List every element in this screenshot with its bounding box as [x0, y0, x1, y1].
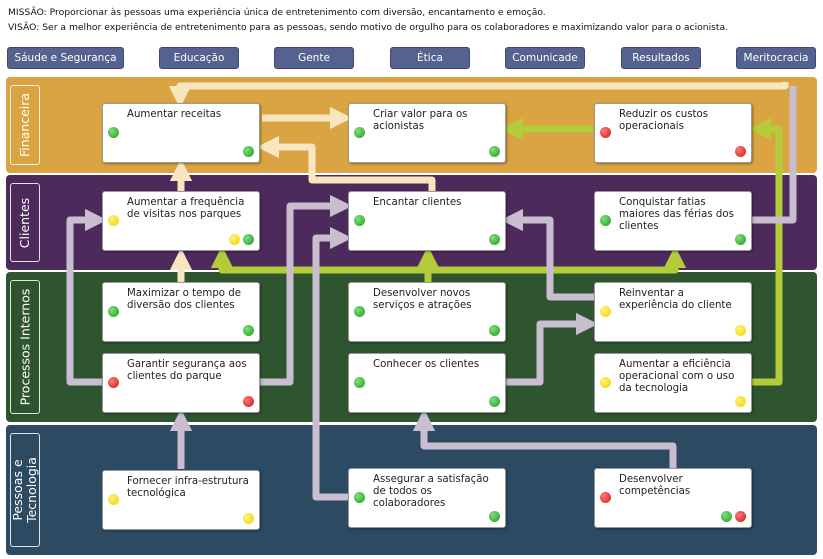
- objective-desenvolver-competencias[interactable]: Desenvolver competências: [594, 468, 752, 528]
- objective-maximizar-tempo[interactable]: Maximizar o tempo de diversão dos client…: [102, 282, 260, 342]
- objective-assegurar-satisfacao[interactable]: Assegurar a satisfação de todos os colab…: [348, 468, 506, 528]
- status-indicator-green: [108, 306, 119, 317]
- mission-statement: MISSÃO: Proporcionar às pessoas uma expe…: [8, 7, 546, 18]
- value-button-educacao[interactable]: Educação: [159, 47, 239, 69]
- status-indicator-red: [108, 377, 119, 388]
- objective-title: Aumentar receitas: [127, 109, 222, 120]
- objective-fornecer-infraestrutura[interactable]: Fornecer infra-estrutura tecnológica: [102, 470, 260, 530]
- objective-reinventar-experiencia[interactable]: Reinventar a experiência do cliente: [594, 282, 752, 342]
- arrow-assegurar-to-encantar: [312, 226, 353, 501]
- objective-title: Fornecer infra-estrutura tecnológica: [127, 476, 249, 499]
- trend-indicator-green: [721, 511, 732, 522]
- objective-title: Desenvolver competências: [619, 474, 691, 497]
- status-indicator-red: [600, 127, 611, 138]
- trend-indicator-green: [489, 325, 500, 336]
- status-indicator-yellow: [108, 215, 119, 226]
- status-indicator-green: [354, 127, 365, 138]
- objective-garantir-seguranca[interactable]: Garantir segurança aos clientes do parqu…: [102, 353, 260, 413]
- trend-indicator-green: [735, 234, 746, 245]
- status-indicator-green: [354, 306, 365, 317]
- status-indicator-green: [354, 492, 365, 503]
- trend-indicator-green: [489, 146, 500, 157]
- objective-title: Conhecer os clientes: [373, 359, 480, 370]
- arrow-conhecer-to-reinventar: [506, 312, 599, 386]
- trend-indicator-yellow: [735, 325, 746, 336]
- objective-title: Assegurar a satisfação de todos os colab…: [373, 474, 489, 509]
- objective-title: Aumentar a eficiência operacional com o …: [619, 359, 735, 394]
- objective-title: Criar valor para os acionistas: [373, 109, 468, 132]
- status-indicator-green: [354, 215, 365, 226]
- objective-title: Conquistar fatias maiores das férias dos…: [619, 197, 734, 232]
- value-button-resultados[interactable]: Resultados: [621, 47, 701, 69]
- arrow-lime-branch-right: [428, 245, 687, 274]
- objective-title: Desenvolver novos serviços e atrações: [373, 288, 472, 311]
- trend-indicator-yellow: [229, 234, 240, 245]
- perspective-label-clientes: Clientes: [10, 183, 40, 262]
- status-indicator-yellow: [108, 494, 119, 505]
- objective-encantar-clientes[interactable]: Encantar clientes: [348, 191, 506, 251]
- status-indicator-yellow: [600, 306, 611, 317]
- trend-indicator-green: [489, 511, 500, 522]
- trend-indicator-green: [243, 234, 254, 245]
- objective-title: Reinventar a experiência do cliente: [619, 288, 732, 311]
- trend-indicator-green: [243, 146, 254, 157]
- status-indicator-green: [354, 377, 365, 388]
- arrow-seguranca-to-encantar: [260, 194, 353, 386]
- objective-desenvolver-servicos[interactable]: Desenvolver novos serviços e atrações: [348, 282, 506, 342]
- objective-aumentar-receitas[interactable]: Aumentar receitas: [102, 103, 260, 163]
- objective-aumentar-frequencia[interactable]: Aumentar a frequência de visitas nos par…: [102, 191, 260, 251]
- arrow-fatias-loop: [752, 86, 797, 224]
- arrow-seguranca-to-frequencia: [66, 208, 108, 386]
- status-indicator-green: [108, 127, 119, 138]
- trend-indicator-red: [735, 146, 746, 157]
- value-button-meritocracia[interactable]: Meritocracia: [736, 47, 816, 69]
- trend-indicator-red: [243, 396, 254, 407]
- arrow-encantar-to-receitas: [256, 135, 436, 192]
- value-button-etica[interactable]: Ética: [390, 47, 470, 69]
- objective-title: Encantar clientes: [373, 197, 462, 208]
- objective-aumentar-eficiencia[interactable]: Aumentar a eficiência operacional com o …: [594, 353, 752, 413]
- perspective-label-financeira: Financeira: [10, 85, 40, 165]
- trend-indicator-green: [243, 325, 254, 336]
- objective-reduzir-custos[interactable]: Reduzir os custos operacionais: [594, 103, 752, 163]
- arrow-competencias-to-conhecer: [412, 408, 677, 468]
- value-button-comunidade[interactable]: Comunicade: [505, 47, 585, 69]
- vision-statement: VISÃO: Ser a melhor experiência de entre…: [8, 22, 729, 33]
- arrow-lime-branch-left: [210, 245, 428, 274]
- status-indicator-green: [600, 215, 611, 226]
- objective-title: Garantir segurança aos clientes do parqu…: [127, 359, 247, 382]
- value-button-gente[interactable]: Gente: [274, 47, 354, 69]
- arrow-reinventar-to-encantar: [500, 208, 594, 301]
- trend-indicator-yellow: [735, 396, 746, 407]
- status-indicator-red: [600, 492, 611, 503]
- arrow-eficiencia-to-custos: [748, 117, 783, 386]
- arrow-meritocracia-loop: [168, 82, 789, 109]
- status-indicator-yellow: [600, 377, 611, 388]
- objective-conhecer-clientes[interactable]: Conhecer os clientes: [348, 353, 506, 413]
- objective-title: Maximizar o tempo de diversão dos client…: [127, 288, 241, 311]
- trend-indicator-yellow: [243, 513, 254, 524]
- objective-conquistar-fatias[interactable]: Conquistar fatias maiores das férias dos…: [594, 191, 752, 251]
- trend-indicator-green: [489, 234, 500, 245]
- objective-title: Reduzir os custos operacionais: [619, 109, 709, 132]
- trend-indicator-red: [735, 511, 746, 522]
- perspective-label-processos-internos: Processos Internos: [10, 280, 40, 414]
- objective-title: Aumentar a frequência de visitas nos par…: [127, 197, 245, 220]
- value-button-saude-seguranca[interactable]: Sáude e Segurança: [7, 47, 124, 69]
- trend-indicator-green: [489, 396, 500, 407]
- objective-criar-valor-acionistas[interactable]: Criar valor para os acionistas: [348, 103, 506, 163]
- perspective-label-pessoas-tecnologia: Pessoas e Tecnologia: [10, 433, 40, 547]
